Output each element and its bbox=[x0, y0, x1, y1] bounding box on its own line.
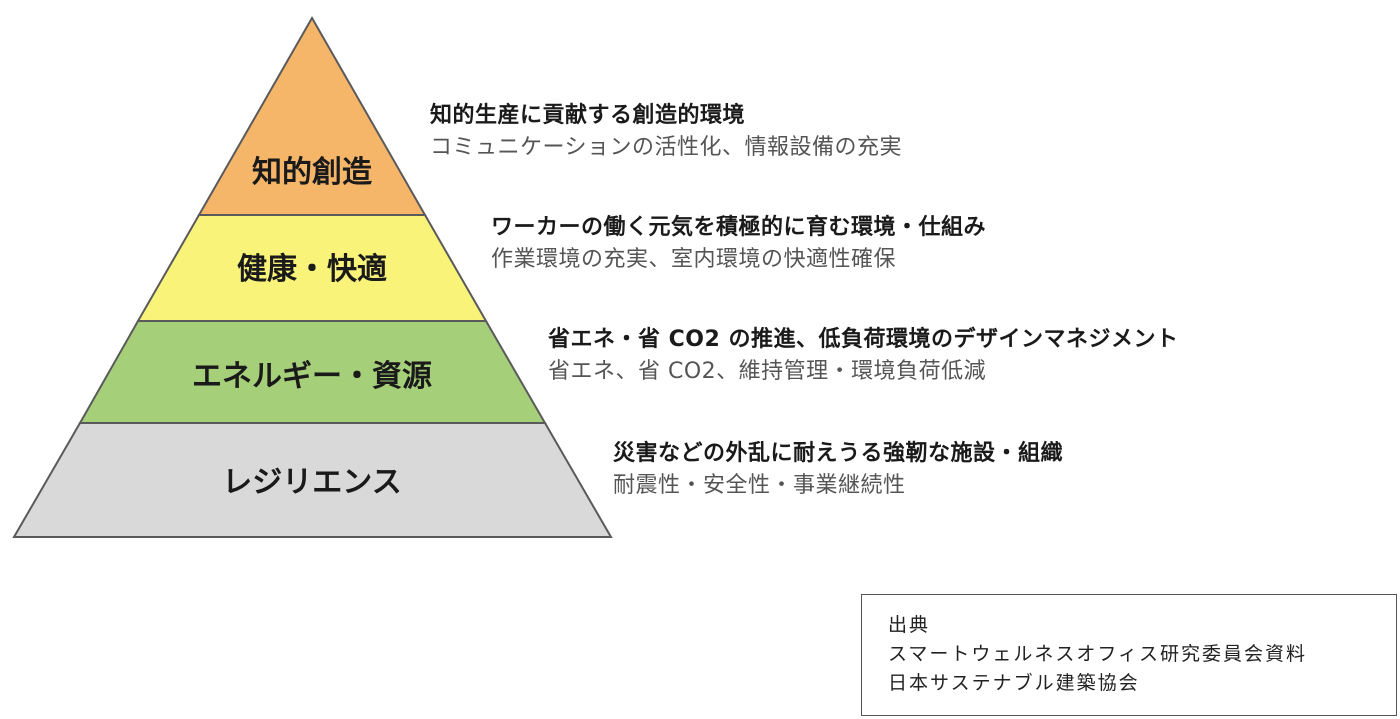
description-subtitle: コミュニケーションの活性化、情報設備の充実 bbox=[430, 135, 903, 160]
tier-label-intellectual-creation: 知的創造 bbox=[252, 155, 372, 190]
description-subtitle: 省エネ、省 CO2、維持管理・環境負荷低減 bbox=[548, 359, 987, 384]
description-title: 災害などの外乱に耐えうる強靭な施設・組織 bbox=[613, 441, 1064, 466]
source-heading: 出典 bbox=[888, 614, 931, 636]
description-title: ワーカーの働く元気を積極的に育む環境・仕組み bbox=[491, 215, 987, 240]
description-subtitle: 耐震性・安全性・事業継続性 bbox=[613, 473, 906, 498]
description-subtitle: 作業環境の充実、室内環境の快適性確保 bbox=[491, 247, 897, 272]
source-organization: 日本サステナブル建築協会 bbox=[888, 672, 1140, 694]
description-title: 知的生産に貢献する創造的環境 bbox=[430, 103, 746, 128]
description-resilience: 災害などの外乱に耐えうる強靭な施設・組織 耐震性・安全性・事業継続性 bbox=[613, 438, 1063, 502]
tier-label-resilience: レジリエンス bbox=[222, 465, 401, 500]
description-intellectual-creation: 知的生産に貢献する創造的環境 コミュニケーションの活性化、情報設備の充実 bbox=[430, 100, 902, 164]
description-energy-resources: 省エネ・省 CO2 の推進、低負荷環境のデザインマネジメント 省エネ、省 CO2… bbox=[548, 324, 1178, 388]
description-title: 省エネ・省 CO2 の推進、低負荷環境のデザインマネジメント bbox=[548, 327, 1179, 352]
tier-resilience bbox=[12, 422, 613, 538]
source-citation-box: 出典 スマートウェルネスオフィス研究委員会資料 日本サステナブル建築協会 bbox=[861, 594, 1397, 716]
tier-label-energy-resources: エネルギー・資源 bbox=[192, 359, 432, 394]
description-health-comfort: ワーカーの働く元気を積極的に育む環境・仕組み 作業環境の充実、室内環境の快適性確… bbox=[491, 212, 986, 276]
tier-label-health-comfort: 健康・快適 bbox=[237, 252, 387, 287]
source-document: スマートウェルネスオフィス研究委員会資料 bbox=[888, 643, 1308, 665]
